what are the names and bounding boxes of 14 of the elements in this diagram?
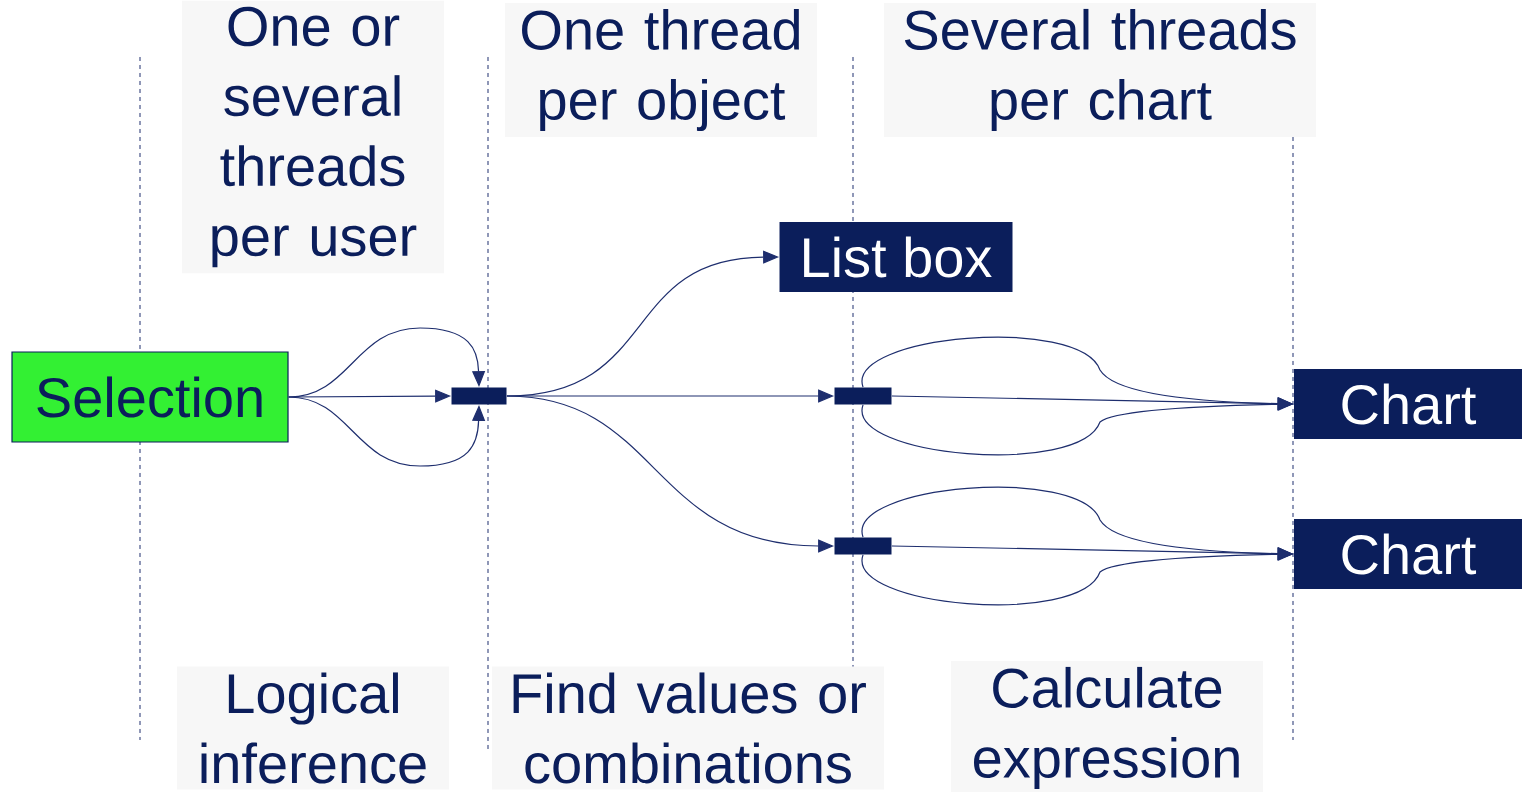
column-label: One or several threads per user <box>182 0 444 274</box>
column-label: Find values or combinations <box>492 666 884 790</box>
column-label: Logical inference <box>177 666 449 790</box>
junction-bar <box>834 537 892 555</box>
column-label: Calculate expression <box>951 660 1263 792</box>
process-box: Chart <box>1294 369 1522 439</box>
process-box: Selection <box>11 351 289 443</box>
arrow <box>288 327 486 398</box>
column-label: One thread per object <box>505 2 817 138</box>
junction-bar <box>834 387 892 405</box>
junction-bar <box>451 387 507 405</box>
column-label: Several threads per chart <box>884 2 1316 138</box>
process-box: Chart <box>1294 519 1522 589</box>
process-box: List box <box>779 222 1013 292</box>
